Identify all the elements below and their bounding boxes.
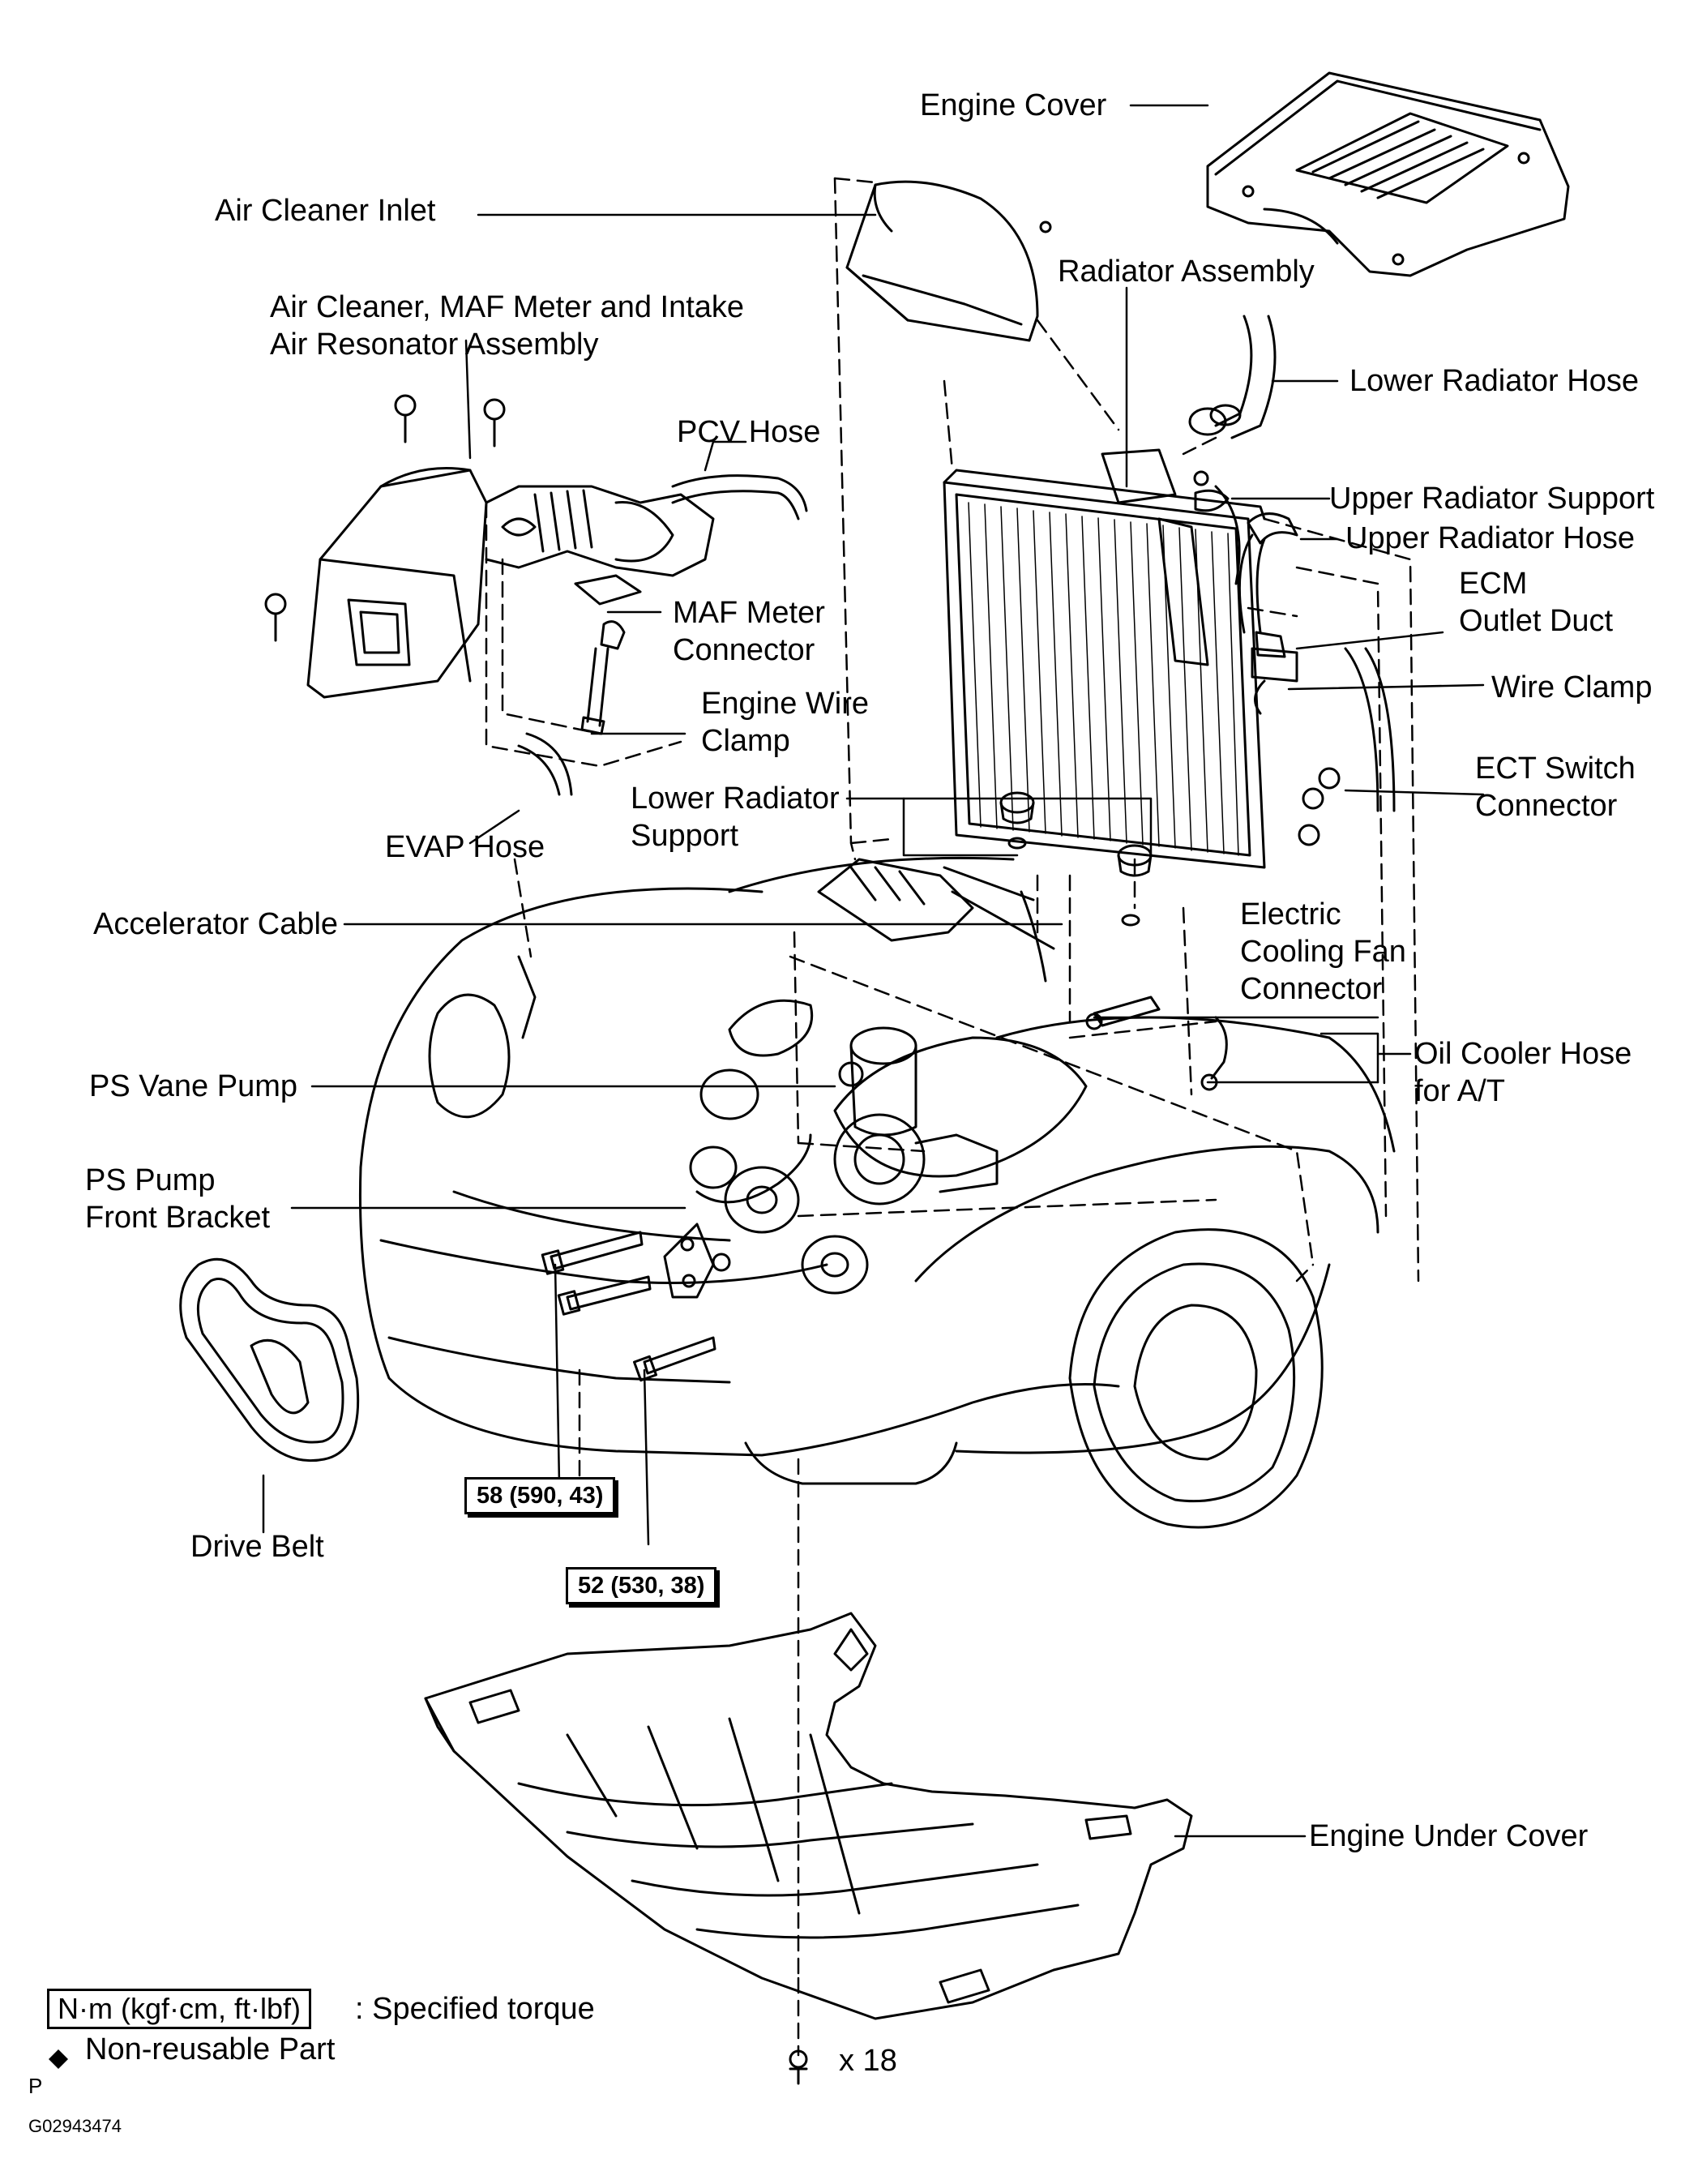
label-engine-cover: Engine Cover — [920, 88, 1107, 122]
vehicle-body-drawing — [358, 856, 1396, 1529]
label-upper-radiator-hose: Upper Radiator Hose — [1345, 521, 1635, 555]
drive-belt-drawing — [179, 1257, 360, 1462]
label-ps-pump-bracket-line1: PS Pump — [85, 1163, 216, 1197]
label-upper-radiator-support: Upper Radiator Support — [1329, 482, 1655, 516]
lower-radiator-hose-drawing — [1188, 315, 1277, 439]
label-lower-radiator-hose: Lower Radiator Hose — [1349, 364, 1639, 398]
label-lower-radiator-support-line2: Support — [631, 819, 739, 853]
leader-lines — [262, 104, 1485, 1838]
label-drive-belt: Drive Belt — [190, 1530, 324, 1564]
label-air-cleaner-inlet: Air Cleaner Inlet — [215, 194, 436, 228]
label-wire-clamp: Wire Clamp — [1491, 670, 1653, 704]
legend-nonreusable-part: Non-reusable Part — [85, 2032, 336, 2066]
legend-p-mark: P — [28, 2074, 43, 2098]
label-maf-meter-connector-line1: MAF Meter — [673, 596, 825, 630]
ps-pump-bracket-drawing — [541, 1223, 731, 1382]
engine-under-cover-drawing — [424, 1612, 1193, 2085]
label-ecm-outlet-duct-line2: Outlet Duct — [1459, 604, 1614, 638]
label-oil-cooler-hose-line2: for A/T — [1414, 1074, 1505, 1108]
label-electric-fan-connector-line2: Cooling Fan — [1240, 935, 1406, 969]
label-maf-meter-connector-line2: Connector — [673, 633, 815, 667]
label-radiator-assembly: Radiator Assembly — [1058, 255, 1315, 289]
legend-specified-torque: : Specified torque — [355, 1992, 595, 2026]
label-engine-wire-clamp-line2: Clamp — [701, 724, 790, 758]
label-air-cleaner-assembly-line1: Air Cleaner, MAF Meter and Intake — [270, 290, 745, 324]
label-ps-pump-bracket-line2: Front Bracket — [85, 1201, 271, 1235]
label-accelerator-cable: Accelerator Cable — [93, 907, 339, 941]
air-cleaner-inlet-drawing — [845, 180, 1052, 342]
label-lower-radiator-support-line1: Lower Radiator — [631, 782, 840, 816]
dashed-guide-lines — [485, 177, 1420, 2057]
torque-box-58: 58 (590, 43) — [464, 1477, 616, 1514]
lower-support-and-hoses-drawing — [999, 791, 1228, 1091]
figure-code: G02943474 — [28, 2116, 122, 2136]
wires-and-evap-drawing — [517, 620, 626, 796]
label-ect-switch-connector-line2: Connector — [1475, 789, 1618, 823]
label-oil-cooler-hose-line1: Oil Cooler Hose — [1414, 1037, 1632, 1071]
nonreusable-diamond-icon — [49, 2049, 68, 2069]
air-cleaner-assembly-drawing — [264, 394, 808, 699]
radiator-drawing — [943, 448, 1298, 869]
label-engine-wire-clamp-line1: Engine Wire — [701, 687, 869, 721]
engine-drawing — [689, 858, 1055, 1295]
label-electric-fan-connector-line1: Electric — [1240, 897, 1341, 931]
label-ecm-outlet-duct-line1: ECM — [1459, 567, 1528, 601]
upper-radiator-parts-drawing — [1193, 470, 1298, 634]
legend-torque-unit-box: N·m (kgf·cm, ft·lbf) — [47, 1989, 311, 2029]
label-air-cleaner-assembly-line2: Air Resonator Assembly — [270, 328, 599, 362]
connectors-drawing — [1254, 631, 1396, 846]
label-evap-hose: EVAP Hose — [385, 830, 545, 864]
torque-box-52: 52 (530, 38) — [566, 1567, 717, 1604]
engine-cover-drawing — [1206, 71, 1570, 277]
label-bolt-count: x 18 — [839, 2044, 897, 2078]
label-electric-fan-connector-line3: Connector — [1240, 972, 1383, 1006]
label-engine-under-cover: Engine Under Cover — [1309, 1819, 1589, 1853]
label-ps-vane-pump: PS Vane Pump — [89, 1069, 298, 1103]
label-ect-switch-connector-line1: ECT Switch — [1475, 752, 1636, 786]
label-pcv-hose: PCV Hose — [677, 415, 821, 449]
